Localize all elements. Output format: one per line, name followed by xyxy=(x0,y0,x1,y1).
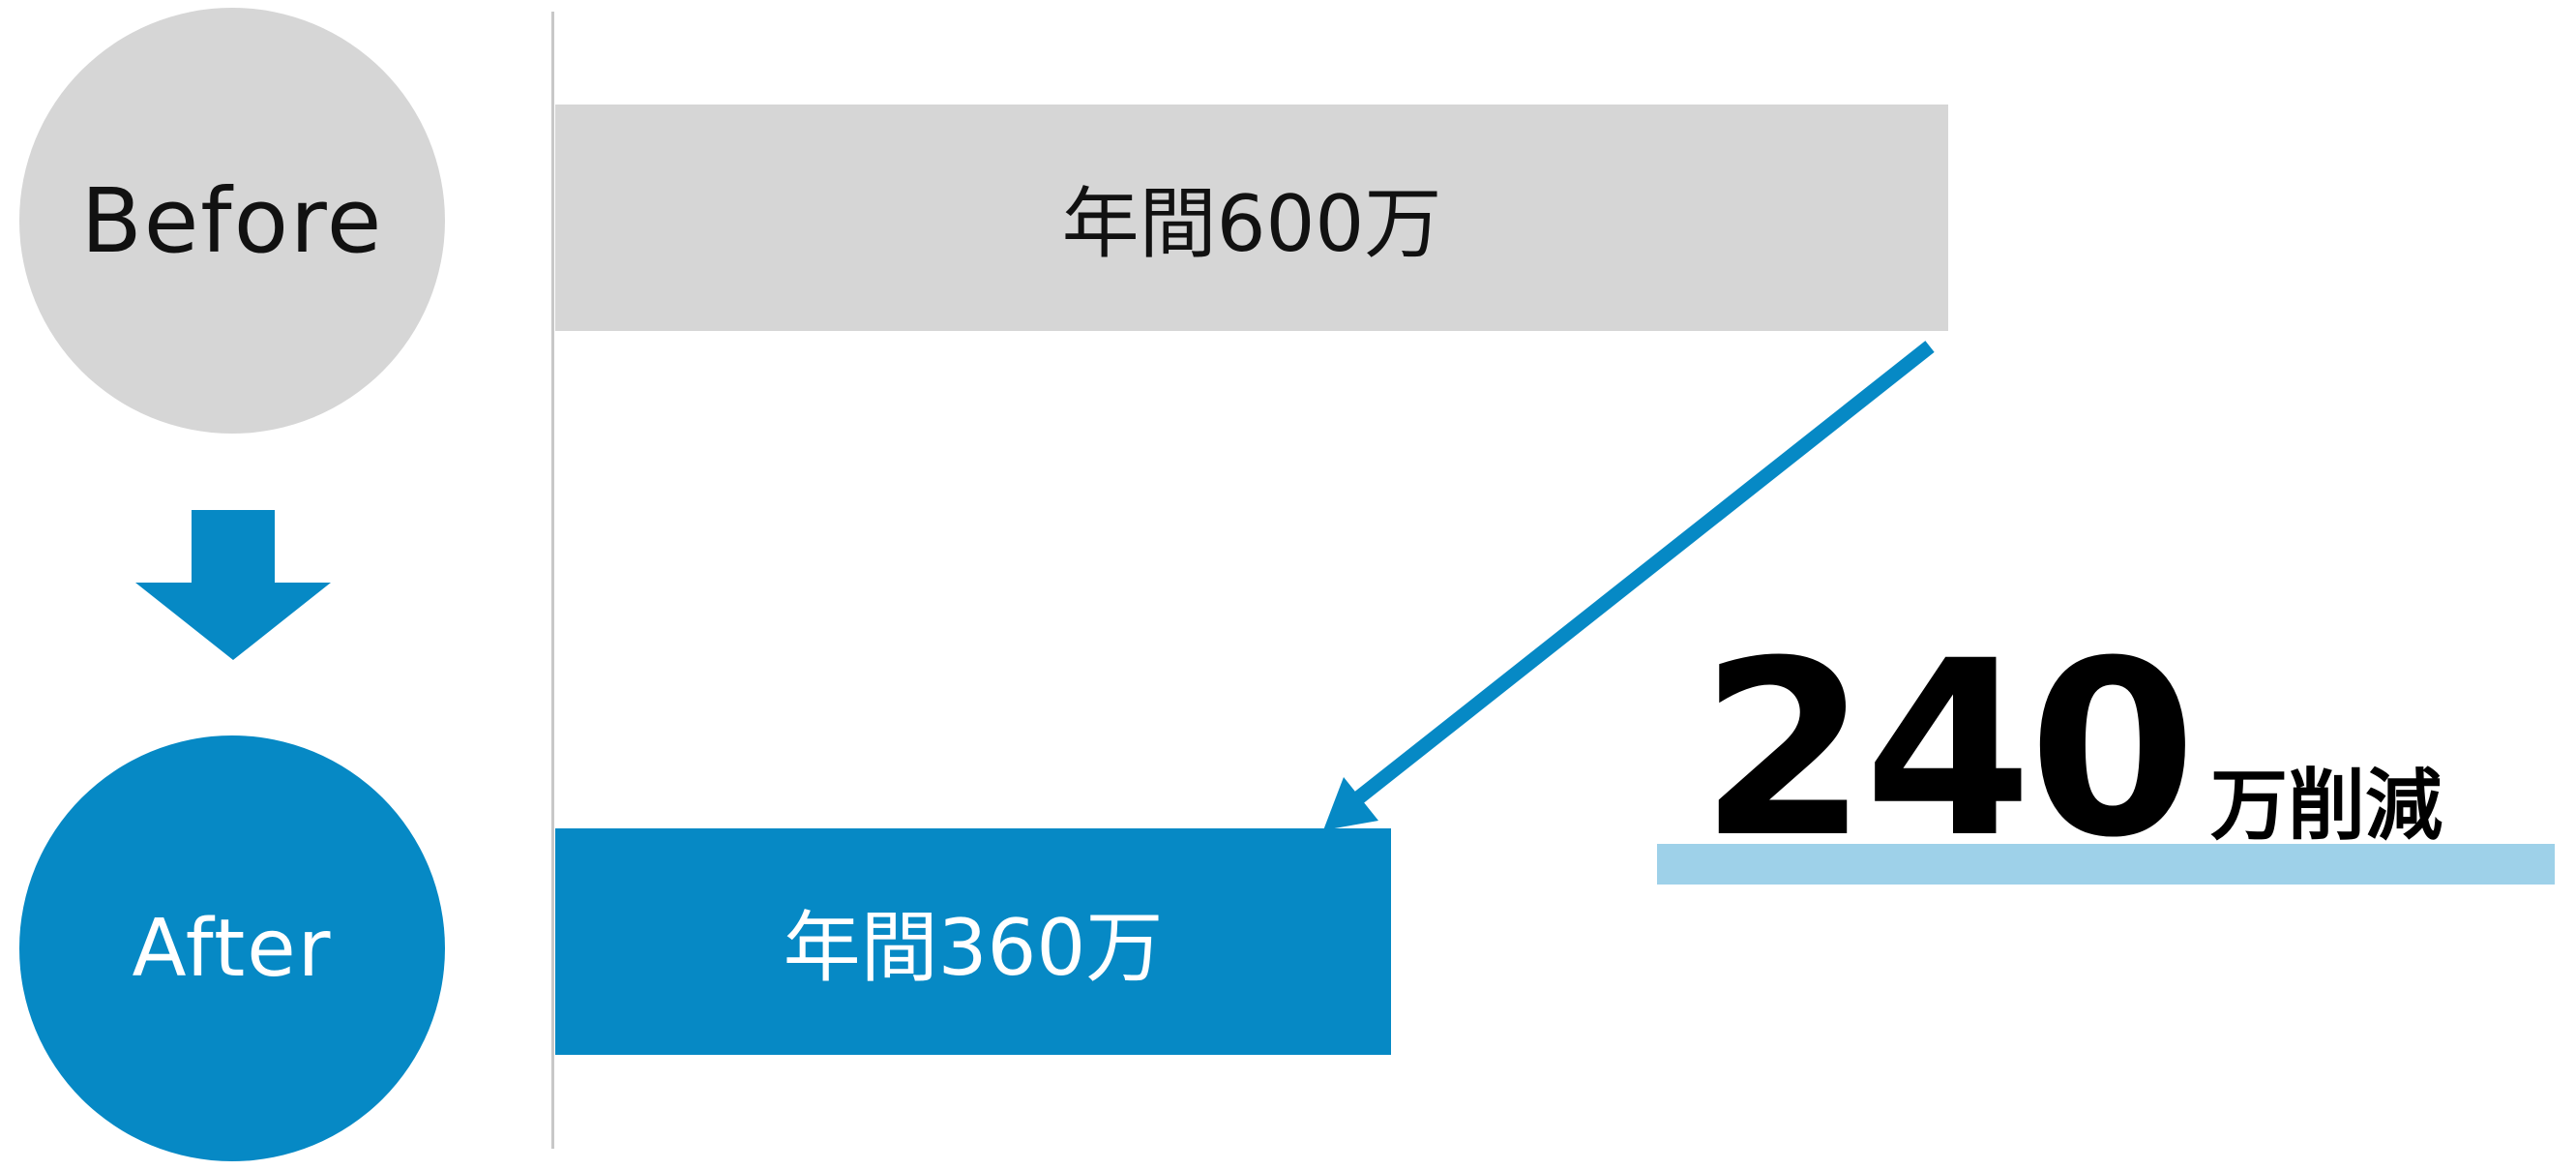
reduction-unit-label: 万削減 xyxy=(2210,761,2443,851)
before-label: Before xyxy=(80,168,384,273)
bar-after-value-label: 年間360万 xyxy=(783,903,1164,993)
after-label: After xyxy=(132,902,333,995)
down-arrow-icon xyxy=(135,510,331,660)
reduction-value: 240 xyxy=(1700,609,2197,890)
bar-before: 年間600万 xyxy=(555,105,1948,331)
bar-before-value-label: 年間600万 xyxy=(1061,179,1442,269)
bar-after: 年間360万 xyxy=(555,828,1391,1055)
reduction-arrow-shaft xyxy=(1349,341,1935,807)
before-label-circle: Before xyxy=(19,8,445,434)
reduction-highlight xyxy=(1657,844,2555,885)
after-label-circle: After xyxy=(19,735,445,1161)
reduction-arrow-head-icon xyxy=(1323,777,1378,830)
reduction-callout: 240 万削減 xyxy=(1657,629,2555,890)
axis-line xyxy=(551,12,554,1149)
